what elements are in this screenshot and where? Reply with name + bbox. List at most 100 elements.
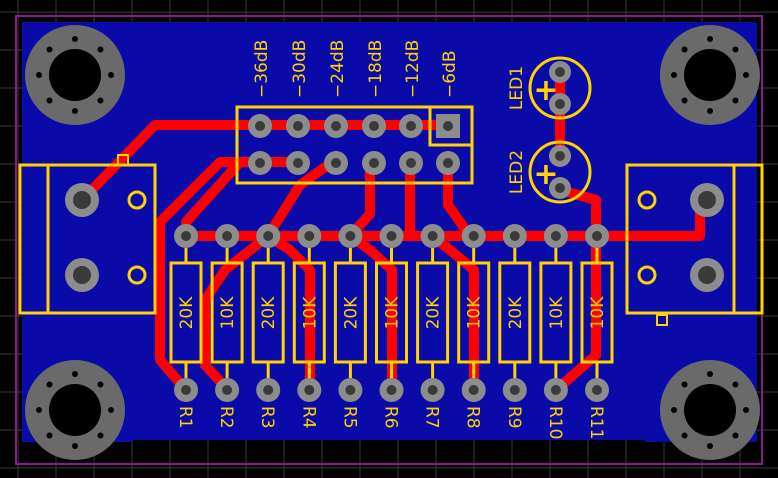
trace xyxy=(263,157,337,241)
resistor-body xyxy=(539,261,573,364)
left-connector xyxy=(18,154,157,315)
pad-drill xyxy=(255,158,265,168)
resistor-r6: 10K R6 xyxy=(375,224,408,429)
resistor-designator: R6 xyxy=(381,406,401,429)
mount-hole-via xyxy=(97,381,104,388)
pad-drill xyxy=(293,158,303,168)
switch-label: −36dB xyxy=(252,40,272,98)
mount-hole-via xyxy=(671,72,677,78)
pad-drill xyxy=(222,231,233,241)
pad-drill xyxy=(263,385,274,395)
switch-header: −36dB−30dB−24dB−18dB−12dB−6dB xyxy=(235,40,474,185)
resistor-value: 10K xyxy=(547,296,567,330)
pad-drill xyxy=(698,191,716,209)
mounting-peg xyxy=(127,265,147,285)
pad-drill xyxy=(555,183,565,193)
trace xyxy=(555,185,601,241)
led-polarity: + xyxy=(533,73,558,108)
mount-hole-via xyxy=(681,432,688,439)
pad-drill xyxy=(698,266,716,284)
pad-drill xyxy=(427,231,438,241)
pad-drill xyxy=(73,266,91,284)
mount-hole-via xyxy=(46,432,53,439)
connectors xyxy=(18,154,764,326)
resistor-value: 10K xyxy=(588,296,608,330)
resistor-body xyxy=(375,261,408,364)
resistor-body xyxy=(169,261,203,364)
pad-drill xyxy=(509,231,520,241)
switch-label: −18dB xyxy=(366,40,386,98)
mount-hole-via xyxy=(46,46,53,53)
mount-hole-via xyxy=(707,443,713,449)
mount-hole-via xyxy=(681,381,688,388)
resistor-designator: R8 xyxy=(463,406,483,429)
resistor-value: 10K xyxy=(383,296,403,330)
pad-drill xyxy=(592,385,602,395)
mount-hole-via xyxy=(732,432,739,439)
mount-hole-bottom-right xyxy=(660,360,760,460)
pad-drill xyxy=(468,385,479,395)
mount-hole-via xyxy=(46,97,53,104)
connector-outline xyxy=(18,163,157,315)
right-connector xyxy=(625,163,764,326)
leds: + LED1 +LED2 xyxy=(507,56,592,204)
mount-hole-via xyxy=(46,381,53,388)
mount-hole-via xyxy=(72,36,78,42)
mount-hole-via xyxy=(108,72,114,78)
pad-drill xyxy=(369,121,379,131)
resistor-body xyxy=(333,261,367,364)
trace xyxy=(443,157,475,241)
resistors: 20KR110KR220KR310KR420KR510KR620KR710KR8… xyxy=(169,224,614,439)
mount-hole-via xyxy=(36,72,42,78)
mount-hole-via xyxy=(72,443,78,449)
mounting-peg xyxy=(637,190,657,210)
resistor-r2: 10K R2 xyxy=(210,224,244,429)
resistor-value: 10K xyxy=(300,296,320,330)
resistor-body xyxy=(292,261,326,364)
pin1-marker xyxy=(428,105,474,147)
resistor-designator: R2 xyxy=(216,406,236,429)
pad-drill xyxy=(386,231,397,241)
pad-drill xyxy=(181,231,191,241)
pad-drill xyxy=(555,151,565,161)
mount-hole-via xyxy=(743,72,749,78)
pad-drill xyxy=(592,231,602,241)
pad-drill xyxy=(427,385,438,395)
mount-hole-drill xyxy=(684,384,736,436)
mounting-peg xyxy=(637,265,657,285)
mount-hole-top-left xyxy=(25,25,125,125)
switch-label: −30dB xyxy=(290,40,310,98)
resistor-value: 10K xyxy=(218,296,238,330)
led-designator: LED1 xyxy=(507,66,527,110)
pad-drill xyxy=(255,121,265,131)
resistor-value: 20K xyxy=(506,296,526,330)
pad-drill xyxy=(443,121,453,131)
mount-hole-via xyxy=(36,407,42,413)
resistor-designator: R5 xyxy=(339,406,359,429)
led-2: +LED2 xyxy=(507,140,592,204)
mount-hole-via xyxy=(707,36,713,42)
trace xyxy=(200,231,273,395)
mount-hole-top-right xyxy=(660,25,760,125)
pad-drill xyxy=(73,191,91,209)
led-outline xyxy=(528,56,592,120)
connector-key xyxy=(117,154,129,166)
resistor-designator: R3 xyxy=(257,406,277,429)
pad-drill xyxy=(345,385,356,395)
pad-drill xyxy=(331,158,341,168)
led-1: + LED1 xyxy=(507,56,592,120)
pad-drill xyxy=(406,158,416,168)
resistor-body xyxy=(416,261,450,364)
resistor-value: 20K xyxy=(177,296,197,330)
resistor-value: 20K xyxy=(259,296,279,330)
resistor-designator: R4 xyxy=(298,406,318,429)
resistor-value: 20K xyxy=(424,296,444,330)
mount-hole-via xyxy=(732,46,739,53)
mount-hole-via xyxy=(671,407,677,413)
resistor-body xyxy=(457,261,491,364)
pad-drill xyxy=(550,231,561,241)
